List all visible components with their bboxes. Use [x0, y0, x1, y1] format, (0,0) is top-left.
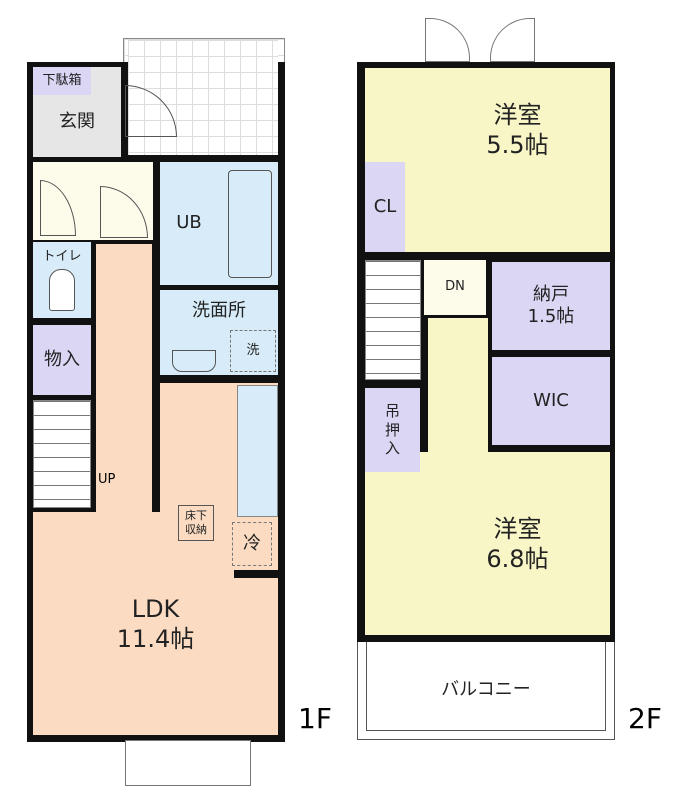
storage: 物入: [33, 325, 91, 395]
stairs-up-label: UP: [98, 472, 116, 487]
balcony-door-left[interactable]: [425, 18, 470, 62]
sink-icon: [172, 350, 216, 372]
balcony-door-right[interactable]: [490, 18, 535, 62]
hall-2f: DN: [424, 260, 486, 315]
toilet: トイレ: [33, 242, 91, 318]
ldk-corridor: [96, 244, 152, 514]
fridge-space: 冷: [232, 522, 272, 566]
walk-in-closet: WIC: [492, 357, 610, 445]
hall-2f-lower: [428, 318, 488, 453]
closet: CL: [365, 162, 405, 252]
kitchen-wall: [234, 570, 280, 578]
floor2-label: 2F: [628, 702, 662, 735]
partition-wall: [152, 383, 160, 478]
underfloor-storage: 床下 収納: [178, 505, 214, 541]
bathroom: UB: [160, 162, 278, 285]
balcony: バルコニー: [357, 642, 615, 740]
window-1f[interactable]: [125, 740, 251, 786]
washer-space: 洗: [230, 330, 276, 372]
bathtub-icon: [228, 170, 272, 278]
kitchen-counter: [237, 385, 278, 517]
shoebox: 下駄箱: [33, 67, 91, 95]
stairs-2f[interactable]: [365, 260, 421, 380]
washroom: 洗面所: [160, 290, 278, 375]
toilet-icon: [49, 269, 75, 312]
hanging-closet: 吊 押 入: [365, 388, 420, 472]
balcony-inner: [366, 642, 606, 731]
stairs-1f[interactable]: [33, 400, 91, 508]
floor1-label: 1F: [298, 702, 332, 735]
